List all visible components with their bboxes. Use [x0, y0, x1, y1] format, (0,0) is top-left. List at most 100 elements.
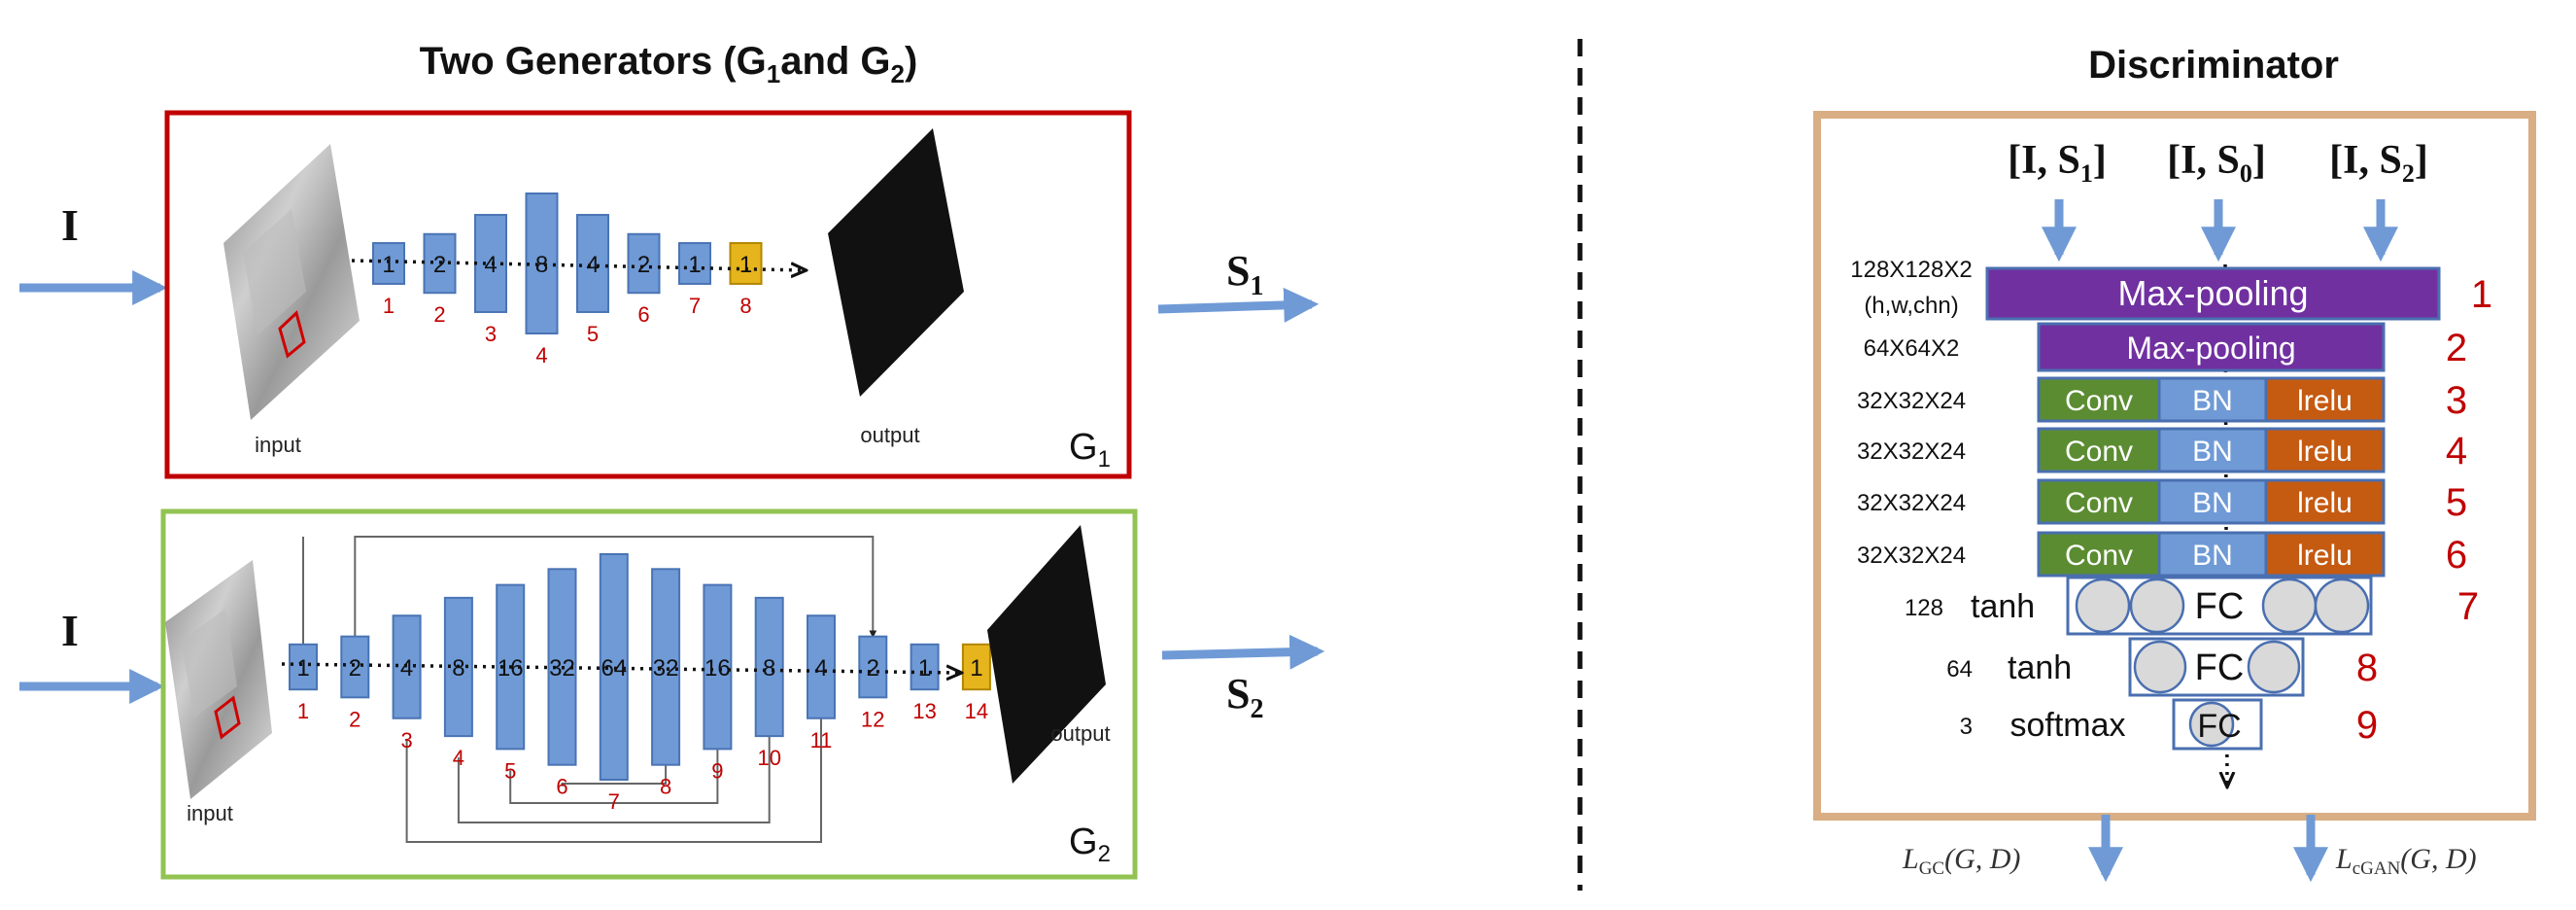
g2-block-index: 7 — [608, 789, 620, 814]
g2-block-index: 10 — [757, 746, 780, 770]
dims-label: 32X32X24 — [1857, 490, 1966, 516]
fc-label: FC — [2195, 586, 2245, 627]
g1-block-channels: 1 — [688, 252, 701, 278]
lrelu-block — [2264, 376, 2386, 423]
g1-block-rect — [576, 214, 609, 313]
dims-label: 64 — [1946, 656, 1973, 682]
lrelu-block-label: lrelu — [2297, 487, 2353, 519]
g2-block-channels: 1 — [970, 655, 982, 682]
neuron-circle — [2314, 578, 2370, 634]
generator-g2: I input 11224384165326647328169810411212… — [19, 508, 1325, 880]
g2-skip-connections — [302, 536, 877, 843]
g2-block-index: 6 — [556, 775, 567, 799]
neuron-circle — [2188, 701, 2235, 748]
discriminator: Discriminator [I, S1][I, S0][I, S2] 128X… — [1813, 44, 2536, 883]
layer-index: 7 — [2457, 585, 2479, 628]
layer-index: 9 — [2356, 704, 2378, 747]
maxpool-block — [2037, 322, 2386, 372]
generators-title: Two Generators (G1and G2) — [420, 40, 918, 88]
g1-input-image — [223, 144, 360, 420]
loss-gc: LGC(G, D) — [1902, 843, 2020, 879]
g2-block-10: 8 10 — [754, 596, 784, 770]
layer-index: 4 — [2446, 430, 2467, 472]
bn-block-label: BN — [2192, 540, 2233, 572]
g2-block-index: 9 — [711, 758, 723, 783]
maxpool-block — [1985, 266, 2441, 321]
lrelu-block — [2264, 478, 2386, 525]
g2-block-index: 3 — [400, 728, 412, 752]
layer-index: 1 — [2471, 273, 2492, 316]
g2-block-14: 1 14 — [961, 643, 991, 723]
g2-frame — [160, 508, 1138, 880]
g1-block-rect — [525, 192, 559, 334]
layer-index: 5 — [2446, 481, 2467, 524]
g1-output-arrow — [1157, 287, 1320, 323]
g2-block-3: 43 — [392, 614, 422, 752]
generators-title-main: Two Generators (G — [420, 40, 767, 83]
discriminator-inputs: [I, S1][I, S0][I, S2] — [2008, 138, 2428, 262]
activation-label: tanh — [2008, 649, 2072, 686]
g2-input-image — [165, 560, 272, 799]
g1-block-1: 11 — [372, 242, 405, 318]
g2-block-index: 13 — [912, 699, 936, 723]
lrelu-block-label: lrelu — [2297, 540, 2353, 572]
bn-block — [2157, 427, 2268, 473]
g1-block-index: 1 — [383, 294, 395, 318]
g2-block-rect — [754, 596, 784, 738]
g2-output-arrow — [1161, 634, 1325, 670]
g2-input-symbol: I — [61, 606, 79, 655]
dims-label: 128 — [1905, 595, 1943, 621]
activation-label: softmax — [2009, 707, 2125, 744]
generators-title-end: ) — [905, 40, 917, 83]
layer-index: 3 — [2446, 379, 2467, 422]
g2-label: G2 — [1069, 822, 1111, 867]
disc-input-1: [I, S1] — [2008, 138, 2107, 188]
g1-block-rect — [678, 242, 711, 285]
g1-block-6: 26 — [627, 232, 661, 327]
g2-block-index: 2 — [349, 707, 361, 731]
g1-input-label: input — [255, 433, 301, 457]
g2-block-7: 647 — [599, 553, 629, 814]
g2-block-rect — [910, 643, 940, 691]
conv-block-label: Conv — [2065, 487, 2133, 519]
g2-block-index: 1 — [297, 699, 309, 723]
g2-block-8: 32 8 — [651, 568, 681, 799]
g2-block-13: 113 — [910, 643, 940, 723]
g1-block-channels: 1 — [739, 252, 752, 278]
bn-block — [2157, 478, 2268, 525]
g2-output-image — [987, 525, 1106, 784]
lrelu-block — [2264, 531, 2386, 578]
fc-label: FC — [2197, 708, 2241, 745]
g2-block-rect — [289, 643, 318, 691]
g2-block-rect — [858, 635, 888, 699]
g1-block-index: 2 — [433, 302, 445, 327]
g1-block-index: 6 — [637, 302, 649, 327]
g2-block-index: 14 — [965, 699, 988, 723]
g2-block-index: 8 — [660, 775, 671, 799]
neuron-circle — [2261, 578, 2318, 634]
g2-block-channels: 32 — [653, 655, 679, 682]
conv-block-label: Conv — [2065, 540, 2133, 572]
g2-block-channels: 2 — [867, 655, 879, 682]
g1-block-5: 45 — [576, 214, 609, 346]
lrelu-block-label: lrelu — [2297, 436, 2353, 468]
g1-block-8: 18 — [729, 242, 763, 318]
g1-frame — [164, 110, 1132, 479]
g1-block-4: 84 — [525, 192, 559, 368]
g1-block-channels: 1 — [382, 252, 395, 278]
dims-label: 32X32X24 — [1857, 388, 1966, 414]
g2-block-rect — [703, 583, 733, 751]
g2-block-channels: 16 — [704, 655, 731, 682]
bn-block — [2157, 531, 2268, 578]
lrelu-block-label: lrelu — [2297, 385, 2353, 417]
g2-block-channels: 8 — [763, 655, 775, 682]
g1-block-3: 43 — [474, 214, 507, 346]
disc-input-dims-line1: 128X128X2 — [1850, 257, 1972, 283]
